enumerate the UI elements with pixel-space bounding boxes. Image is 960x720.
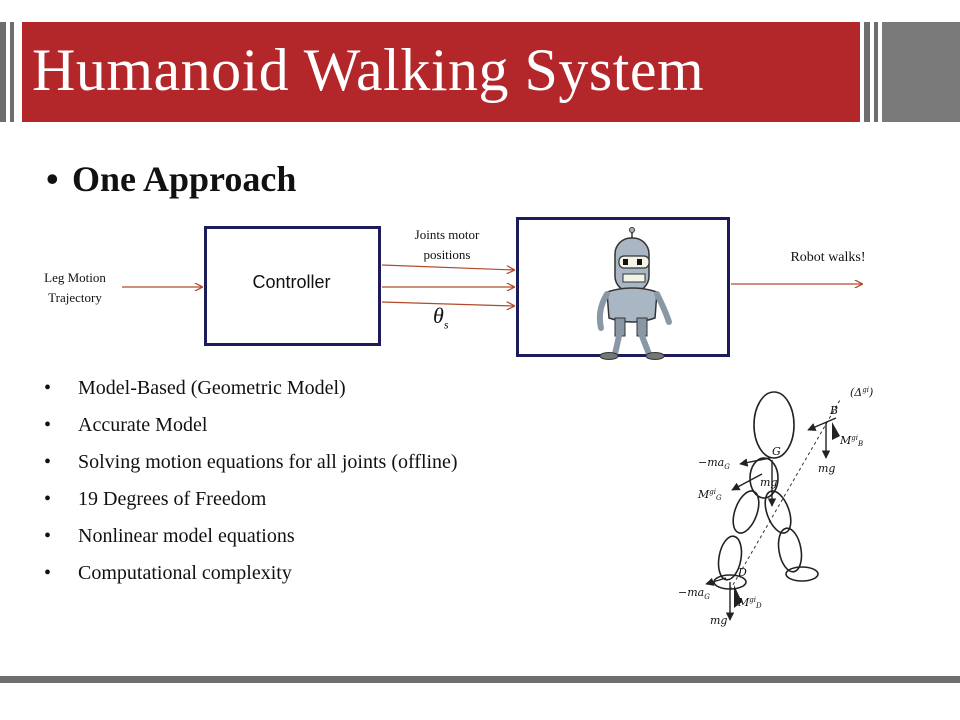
M-label-G: M xyxy=(697,488,710,501)
delta-label: (Δ xyxy=(850,386,862,399)
slide-title: Humanoid Walking System xyxy=(32,37,705,103)
output-label: Robot walks! xyxy=(790,250,866,265)
svg-text:MgiG: MgiG xyxy=(697,488,722,502)
delta-close: ) xyxy=(868,386,873,399)
joints-label-line2: positions xyxy=(423,247,471,262)
joints-label: Joints motor positions xyxy=(392,225,502,265)
joints-label-line1: Joints motor xyxy=(414,227,480,242)
list-item: • Computational complexity xyxy=(44,555,458,592)
subtitle-text: One Approach xyxy=(72,159,297,199)
bullet-marker: • xyxy=(44,525,52,547)
ma-sub-D: G xyxy=(704,593,710,601)
M-sup-B: gi xyxy=(851,434,858,442)
list-item-text: Nonlinear model equations xyxy=(78,525,295,547)
left-stripe xyxy=(10,22,14,122)
foot-right xyxy=(785,566,819,582)
label-D: D xyxy=(737,566,747,579)
M-sub-D: D xyxy=(755,602,762,610)
M-sup-G: gi xyxy=(709,488,716,496)
theta-subscript: s xyxy=(443,317,449,332)
right-stripe xyxy=(882,22,960,122)
list-item: • Nonlinear model equations xyxy=(44,518,458,555)
bullet-marker: • xyxy=(44,488,52,510)
footer-bar xyxy=(0,676,960,683)
M-label-D: M xyxy=(737,596,750,609)
svg-text:−maG: −maG xyxy=(678,586,710,601)
bullet-marker: • xyxy=(46,159,59,199)
theta-s-label: θs xyxy=(433,303,448,332)
label-B: B xyxy=(829,404,838,417)
input-label: Leg Motion Trajectory xyxy=(20,268,130,308)
bullet-marker: • xyxy=(44,451,52,473)
controller-box xyxy=(204,226,381,346)
svg-text:MgiB: MgiB xyxy=(839,434,863,448)
subtitle: • One Approach xyxy=(46,158,296,200)
bullet-marker: • xyxy=(44,562,52,584)
M-sub-G: G xyxy=(716,494,722,502)
input-label-line1: Leg Motion xyxy=(44,270,106,285)
ma-label-G: −ma xyxy=(698,456,724,469)
M-sup-D: gi xyxy=(749,596,756,604)
list-item-text: Solving motion equations for all joints … xyxy=(78,451,458,473)
bullet-marker: • xyxy=(44,377,52,399)
M-sub-B: B xyxy=(857,440,863,448)
controller-label: Controller xyxy=(252,272,331,292)
shin-right xyxy=(777,527,803,573)
torso-ellipse xyxy=(749,457,779,499)
theta-symbol: θ xyxy=(433,303,444,328)
robot-illustration xyxy=(596,227,672,360)
list-item-text: Model-Based (Geometric Model) xyxy=(78,377,346,399)
input-label-line2: Trajectory xyxy=(48,290,102,305)
shin-left xyxy=(717,535,743,581)
thigh-left xyxy=(732,490,760,534)
list-item: • Model-Based (Geometric Model) xyxy=(44,370,458,407)
mg-label-G: mg xyxy=(760,476,777,489)
right-stripe xyxy=(864,22,870,122)
list-item: • Accurate Model xyxy=(44,407,458,444)
svg-text:(Δgi): (Δgi) xyxy=(850,386,873,399)
list-item: • Solving motion equations for all joints… xyxy=(44,444,458,481)
list-item-text: Computational complexity xyxy=(78,562,292,584)
joint-arrow-1 xyxy=(381,264,514,270)
svg-text:MgiD: MgiD xyxy=(737,596,762,610)
ma-label-D: −ma xyxy=(678,586,704,599)
svg-text:−maG: −maG xyxy=(698,456,730,471)
bullet-list: • Model-Based (Geometric Model) • Accurate… xyxy=(44,370,458,592)
left-stripe xyxy=(0,22,6,122)
delta-sup: gi xyxy=(862,386,869,394)
M-label-B: M xyxy=(839,434,852,447)
label-G: G xyxy=(772,445,781,458)
bullet-marker: • xyxy=(44,414,52,436)
list-item: • 19 Degrees of Freedom xyxy=(44,481,458,518)
mg-label-D: mg xyxy=(710,614,727,627)
list-item-text: 19 Degrees of Freedom xyxy=(78,488,267,510)
joint-arrow-3 xyxy=(381,301,514,306)
title-band xyxy=(22,22,860,122)
right-stripe xyxy=(874,22,878,122)
mg-label-B: mg xyxy=(818,462,835,475)
thigh-right xyxy=(764,490,792,534)
ma-sub-G: G xyxy=(724,463,730,471)
stick-figure-diagram: (Δgi) B MgiB mg G −maG mg MgiG D −maG Mg… xyxy=(678,386,873,627)
list-item-text: Accurate Model xyxy=(78,414,208,436)
head-ellipse xyxy=(753,391,795,459)
